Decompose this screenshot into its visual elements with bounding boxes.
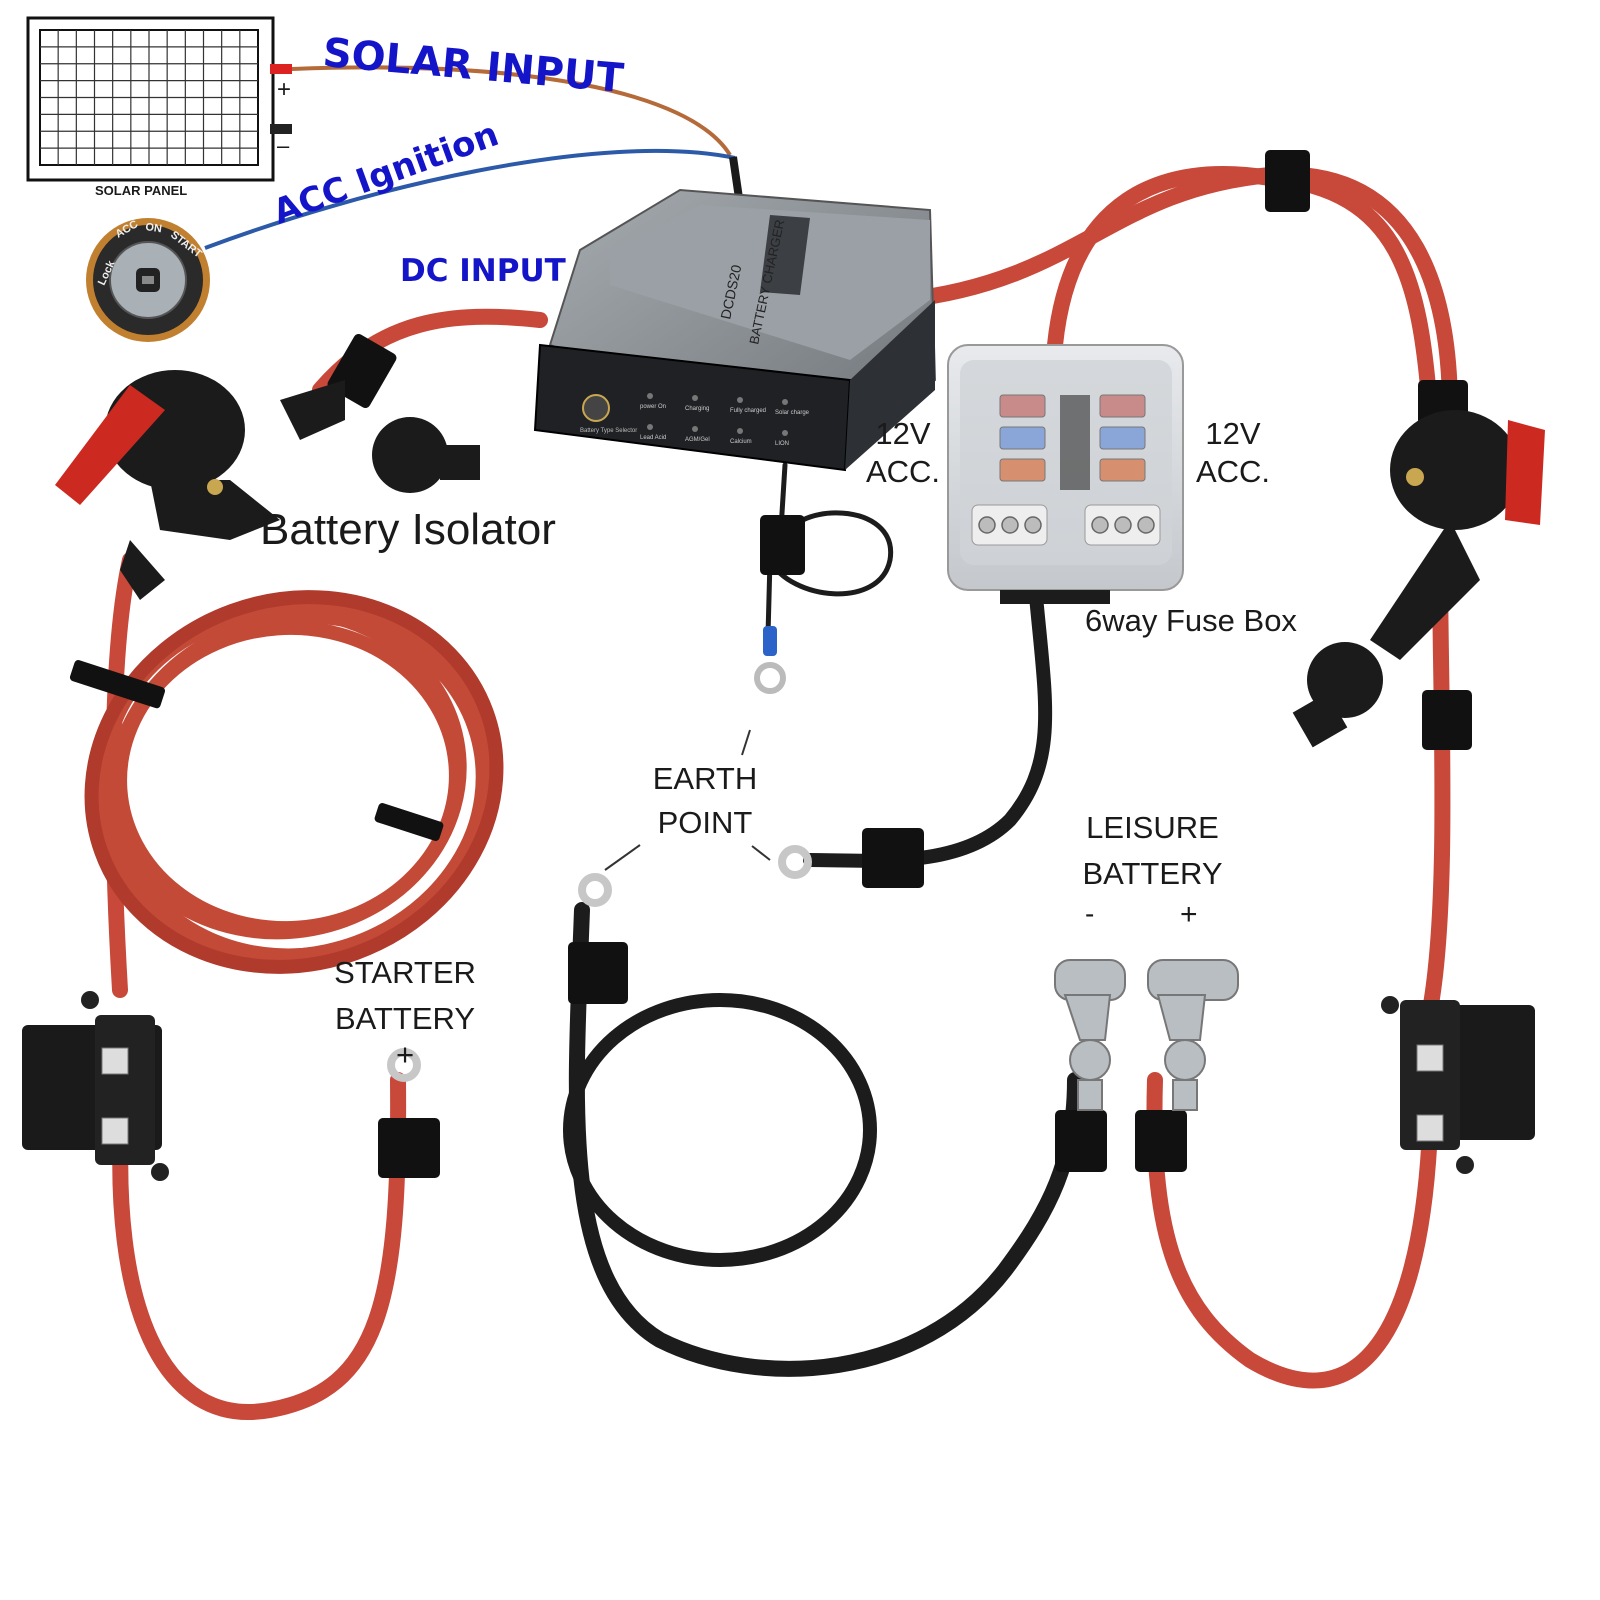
fuse-slot xyxy=(1099,458,1146,482)
fuse-box-label: 6way Fuse Box xyxy=(1085,603,1297,638)
charger-status-led xyxy=(647,393,653,399)
solar-input-wire xyxy=(291,65,732,157)
solar-panel xyxy=(26,16,292,182)
terminal-screw xyxy=(1001,516,1019,534)
leisure-minus-label: - xyxy=(1085,898,1095,929)
leisure-battery-line-1: LEISURE xyxy=(1086,810,1219,845)
charger-status-led-label: power On xyxy=(640,404,666,410)
charger-status-led-label: Fully charged xyxy=(730,408,766,414)
coiled-red-cable xyxy=(84,590,504,974)
charger-status-led xyxy=(782,399,788,405)
terminal-screw xyxy=(1091,516,1109,534)
starter-battery-plus: + xyxy=(395,1037,415,1072)
fuse-slot xyxy=(999,426,1046,450)
dc-input-label: DC INPUT xyxy=(400,253,566,289)
acc-left-label: 12V ACC. xyxy=(858,415,948,491)
starter-battery-label: STARTER BATTERY + xyxy=(325,950,485,1072)
acc-ignition-wire xyxy=(204,148,736,250)
charger-status-led xyxy=(737,397,743,403)
earth-point-label: EARTH POINT xyxy=(625,757,785,845)
charger-mode-led-label: Calcium xyxy=(730,439,752,445)
earth-point-line-2: POINT xyxy=(657,805,753,840)
battery-clamp-positive xyxy=(1147,959,1239,1111)
solar-panel-label: SOLAR PANEL xyxy=(95,183,188,198)
terminal-screw xyxy=(1137,516,1155,534)
fuse-holder-left xyxy=(22,991,169,1181)
charger-mode-led-label: Lead Acid xyxy=(640,435,666,441)
charger-mode-led-label: AGM/Gel xyxy=(685,437,710,443)
earth-ring-terminal xyxy=(604,626,786,871)
charger-status-led-label: Solar charge xyxy=(775,410,810,416)
acc-right-text: ACC. xyxy=(1195,454,1271,489)
battery-isolator-right xyxy=(1292,410,1545,748)
battery-charger: DCDS20 BATTERY CHARGER Battery Type Sele… xyxy=(533,188,937,472)
leisure-battery-line-2: BATTERY xyxy=(1082,856,1223,891)
fuse-slot xyxy=(999,458,1046,482)
battery-clamp-negative xyxy=(1054,959,1126,1111)
charger-button-label: Battery Type Selector xyxy=(580,428,637,434)
charger-mode-led xyxy=(782,430,788,436)
charger-status-led xyxy=(692,395,698,401)
fuse-slot xyxy=(1099,394,1146,418)
solar-minus-label: – xyxy=(277,133,290,158)
fuse-slot xyxy=(1099,426,1146,450)
charger-mode-led xyxy=(692,426,698,432)
leisure-plus-label: + xyxy=(1180,898,1198,931)
leisure-battery-label: LEISURE BATTERY xyxy=(1065,805,1240,897)
fuse-slot xyxy=(999,394,1046,418)
solar-plus-label: + xyxy=(277,76,292,103)
terminal-screw xyxy=(978,516,996,534)
terminal-screw xyxy=(1024,516,1042,534)
ring-lugs xyxy=(387,845,812,1082)
charger-mode-led xyxy=(737,428,743,434)
cable-clips xyxy=(69,150,1472,1178)
acc-right-voltage: 12V xyxy=(1205,416,1261,451)
battery-isolator-label: Battery Isolator xyxy=(260,505,556,554)
ignition-switch-icon: Lock ACC ON START xyxy=(86,218,210,342)
acc-left-text: ACC. xyxy=(865,454,941,489)
starter-battery-line-1: STARTER xyxy=(334,955,476,990)
terminal-screw xyxy=(1114,516,1132,534)
battery-isolator-left xyxy=(55,370,480,600)
black-cables xyxy=(563,462,1083,1377)
acc-right-label: 12V ACC. xyxy=(1188,415,1278,491)
earth-point-line-1: EARTH xyxy=(652,761,758,796)
fuse-holder-right xyxy=(1381,996,1535,1174)
charger-mode-led xyxy=(647,424,653,430)
charger-mode-led-label: LION xyxy=(775,441,789,447)
acc-left-voltage: 12V xyxy=(875,416,931,451)
starter-battery-line-2: BATTERY xyxy=(334,1001,476,1036)
fuse-box xyxy=(947,344,1184,604)
ignition-label-on: ON xyxy=(145,221,163,235)
charger-status-led-label: Charging xyxy=(685,406,709,412)
